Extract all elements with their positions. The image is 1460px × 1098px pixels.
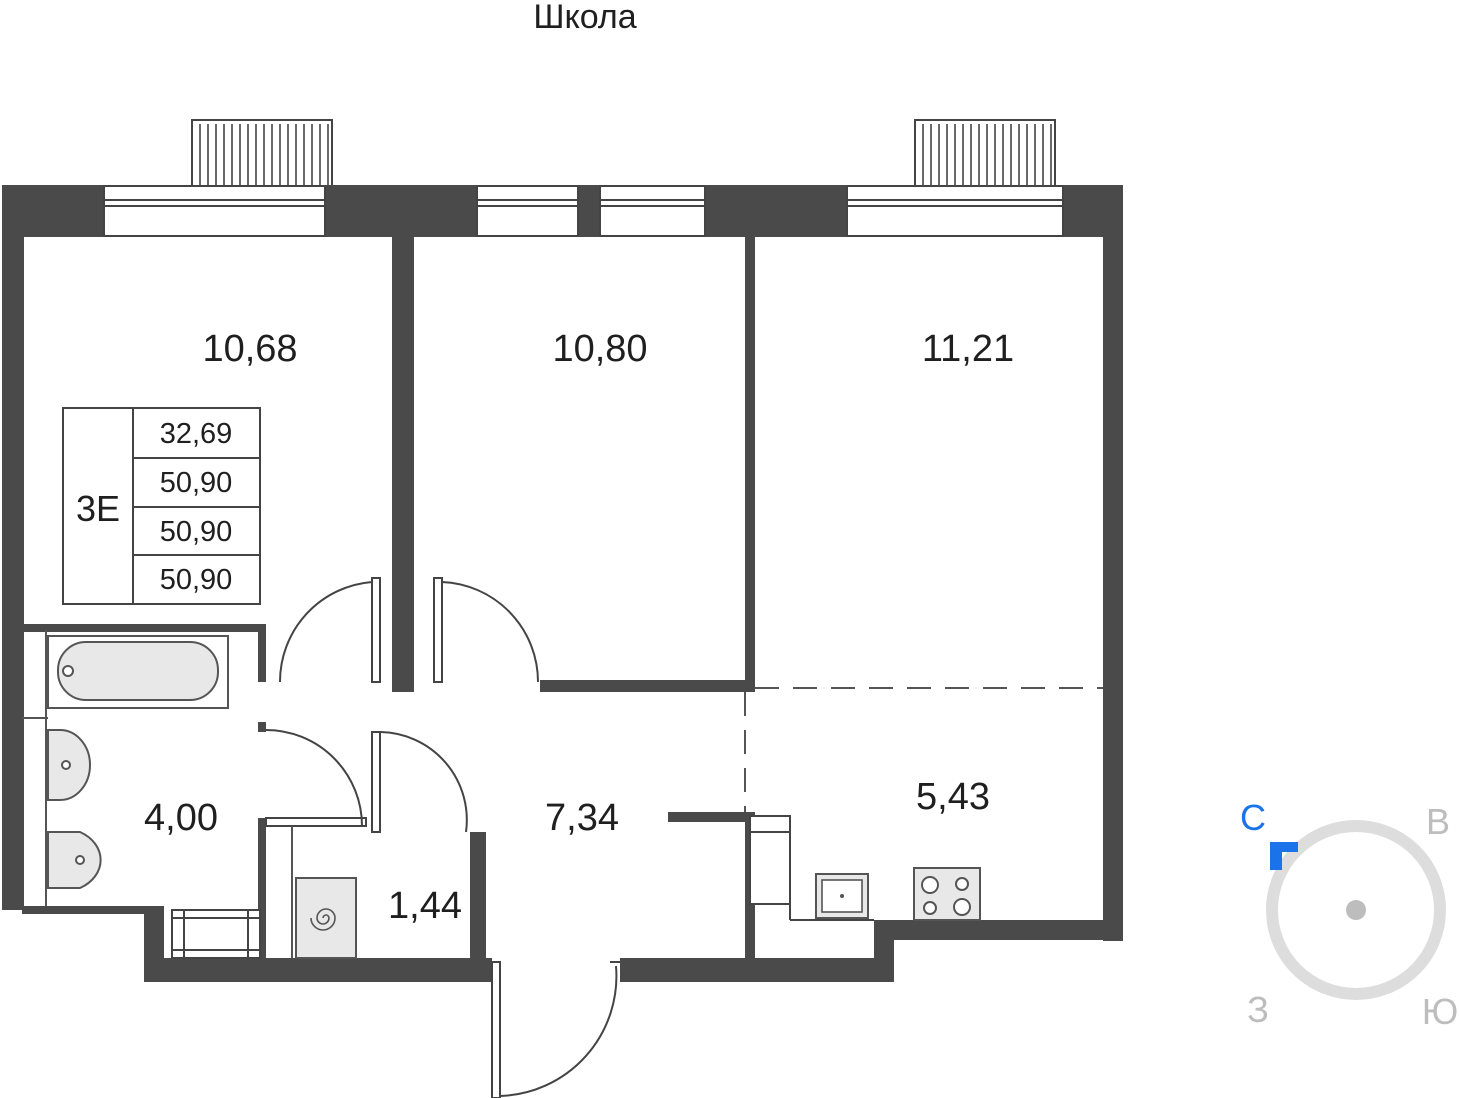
- room-area-left-bedroom: 10,68: [202, 328, 297, 370]
- shaft-grille: [171, 909, 261, 959]
- compass-east-letter: В: [1426, 801, 1450, 842]
- walls: [2, 185, 1123, 982]
- room-area-bathroom: 4,00: [144, 797, 218, 839]
- top-label: Школа: [533, 0, 636, 36]
- room-area-kitchen: 5,43: [916, 776, 990, 818]
- compass: С В Ю З: [1240, 797, 1458, 1032]
- table-value: 50,90: [160, 564, 233, 596]
- compass-center-dot: [1346, 900, 1366, 920]
- compass-north-letter: С: [1240, 797, 1266, 838]
- compass-south-letter: Ю: [1422, 991, 1458, 1032]
- apartment-table: 3Е 32,69 50,90 50,90 50,90: [62, 407, 261, 605]
- compass-north-marker: [1270, 842, 1298, 870]
- room-area-middle-bedroom: 10,80: [552, 328, 647, 370]
- room-area-hall: 7,34: [545, 797, 619, 839]
- sink-bathroom: [47, 729, 91, 801]
- bathtub: [47, 635, 229, 709]
- stove: [913, 867, 981, 921]
- washing-machine: [291, 826, 357, 959]
- balcony-grille-left: [191, 119, 333, 189]
- kitchen-shaft: [749, 815, 874, 921]
- room-area-storage: 1,44: [388, 885, 462, 927]
- room-area-right-room: 11,21: [922, 328, 1014, 370]
- apartment-code: 3Е: [76, 488, 120, 529]
- table-value: 50,90: [160, 516, 233, 548]
- balcony-grille-right: [914, 119, 1056, 189]
- doors: [265, 577, 620, 1098]
- table-value: 32,69: [160, 418, 233, 450]
- toilet: [47, 831, 102, 889]
- compass-ring: [1266, 820, 1446, 1000]
- compass-west-letter: З: [1247, 989, 1269, 1030]
- kitchen-sink: [815, 873, 869, 919]
- windows: [103, 185, 1064, 237]
- kitchen-zone-lines: [744, 687, 1103, 812]
- table-value: 50,90: [160, 467, 233, 499]
